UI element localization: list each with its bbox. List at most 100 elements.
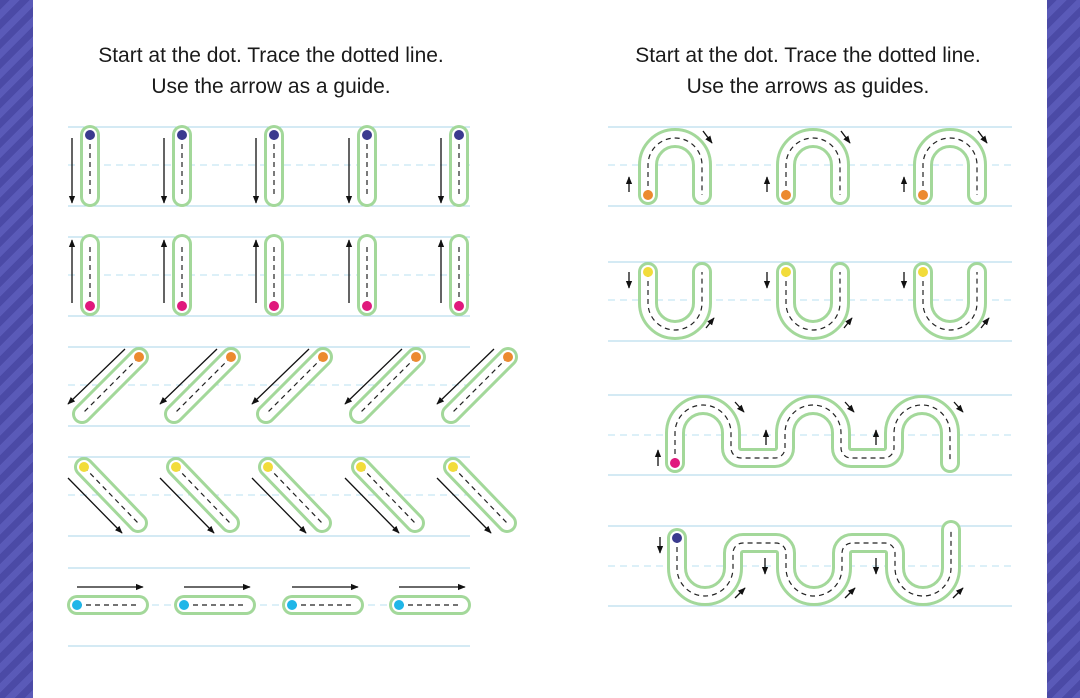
start-dot-icon [72, 600, 82, 610]
arrow-icon [840, 130, 851, 144]
trace-dashed-line [676, 530, 952, 597]
start-dot-icon [643, 267, 653, 277]
trace-path [80, 125, 100, 207]
arrow-icon [344, 477, 400, 534]
trace-path [776, 262, 850, 340]
arrow-icon [977, 130, 988, 144]
trace-dashed-line [452, 466, 508, 524]
start-dot-icon [411, 352, 421, 362]
start-dot-icon [362, 130, 372, 140]
start-dot-icon [672, 533, 682, 543]
trace-path [776, 128, 850, 205]
trace-path [72, 347, 149, 424]
instruction-line-1: Start at the dot. Trace the dotted line. [98, 44, 444, 67]
instruction-line-2: Use the arrow as a guide. [151, 75, 391, 98]
arrow-icon [344, 348, 403, 405]
trace-path [913, 262, 987, 340]
arrow-icon [159, 348, 218, 405]
start-dot-icon [362, 301, 372, 311]
trace-path [256, 347, 333, 424]
trace-path [638, 262, 712, 340]
right-page-instructions: Start at the dot. Trace the dotted line.… [596, 40, 1020, 102]
start-dot-icon [781, 190, 791, 200]
trace-dashed-line [267, 466, 323, 524]
trace-dashed-line [175, 466, 231, 524]
trace-path [67, 595, 149, 615]
start-dot-icon [85, 130, 95, 140]
start-dot-icon [177, 130, 187, 140]
start-dot-icon [918, 190, 928, 200]
arrow-icon [251, 348, 310, 405]
instruction-line-1: Start at the dot. Trace the dotted line. [635, 44, 981, 67]
trace-path [443, 457, 517, 533]
arrow-icon [67, 477, 123, 534]
arrow-icon [953, 401, 964, 413]
start-dot-icon [269, 130, 279, 140]
start-dot-icon [134, 352, 144, 362]
arrow-icon [734, 401, 745, 413]
arrow-icon [734, 587, 746, 599]
left-border-stripe [0, 0, 33, 698]
trace-path [166, 457, 240, 533]
trace-dashed-line [674, 404, 951, 463]
right-border-stripe [1047, 0, 1080, 698]
start-dot-icon [454, 130, 464, 140]
trace-path [164, 347, 241, 424]
trace-dashed-line [265, 356, 324, 415]
arrow-icon [980, 317, 990, 329]
trace-path [665, 395, 960, 473]
arrow-icon [436, 477, 492, 534]
arrow-icon [251, 477, 307, 534]
start-dot-icon [177, 301, 187, 311]
arrow-icon [952, 587, 964, 599]
start-dot-icon [918, 267, 928, 277]
trace-path [357, 234, 377, 316]
arrow-icon [67, 348, 126, 405]
trace-path [349, 347, 426, 424]
start-dot-icon [318, 352, 328, 362]
guide-lines [68, 456, 470, 537]
trace-dashed-line [83, 466, 139, 524]
instruction-line-2: Use the arrows as guides. [686, 75, 930, 98]
trace-dashed-line [173, 356, 232, 415]
guide-lines [608, 261, 1012, 342]
start-dot-icon [643, 190, 653, 200]
trace-dashed-line [922, 137, 978, 195]
trace-path [258, 457, 332, 533]
trace-path [264, 125, 284, 207]
start-dot-icon [448, 462, 458, 472]
trace-path [638, 128, 712, 205]
trace-dashed-line [647, 272, 703, 331]
arrow-icon [702, 130, 713, 144]
trace-path [172, 125, 192, 207]
trace-path [282, 595, 364, 615]
trace-dashed-line [647, 137, 703, 195]
arrow-icon [843, 317, 853, 329]
start-dot-icon [503, 352, 513, 362]
trace-dashed-line [922, 272, 978, 331]
trace-path [264, 234, 284, 316]
guide-lines [68, 346, 470, 427]
start-dot-icon [287, 600, 297, 610]
trace-path [351, 457, 425, 533]
start-dot-icon [454, 301, 464, 311]
trace-path [172, 234, 192, 316]
start-dot-icon [179, 600, 189, 610]
arrow-icon [436, 348, 495, 405]
trace-path [449, 125, 469, 207]
trace-path [74, 457, 148, 533]
arrow-icon [844, 587, 856, 599]
arrow-icon [159, 477, 215, 534]
start-dot-icon [226, 352, 236, 362]
start-dot-icon [670, 458, 680, 468]
trace-dashed-line [360, 466, 416, 524]
start-dot-icon [356, 462, 366, 472]
trace-path [449, 234, 469, 316]
trace-path [357, 125, 377, 207]
trace-dashed-line [81, 356, 140, 415]
start-dot-icon [781, 267, 791, 277]
arrow-icon [705, 317, 715, 329]
start-dot-icon [269, 301, 279, 311]
start-dot-icon [79, 462, 89, 472]
